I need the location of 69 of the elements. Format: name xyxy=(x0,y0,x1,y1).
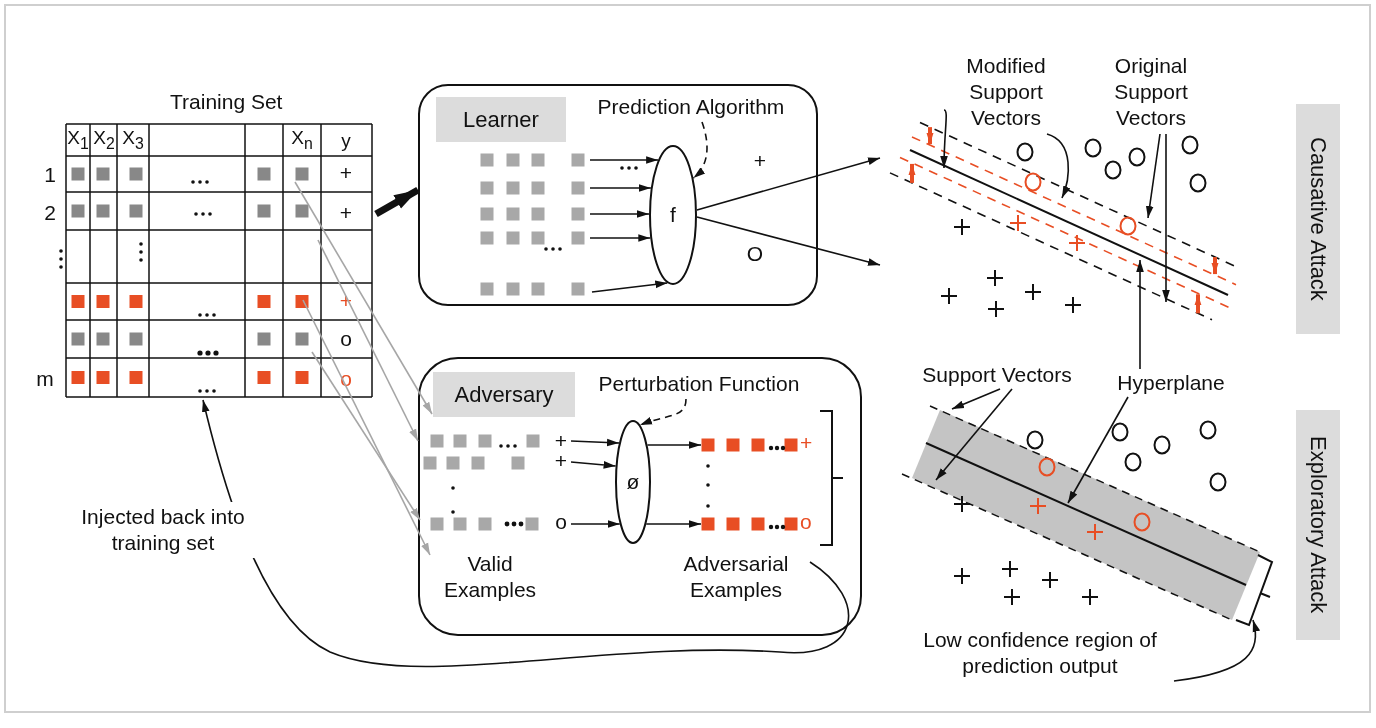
arrow xyxy=(570,461,617,469)
row-label: m xyxy=(36,367,54,389)
arrow xyxy=(589,184,652,192)
leader-line xyxy=(940,109,948,169)
class-label: + xyxy=(339,201,353,223)
class-label: + xyxy=(753,149,767,171)
panel-tag: Adversary xyxy=(433,372,575,417)
class-label: o xyxy=(340,327,352,349)
leader-line xyxy=(951,388,1001,410)
column-header: y xyxy=(341,130,351,150)
column-header: X$_{1}$ xyxy=(67,128,89,152)
arrow xyxy=(692,121,708,179)
leader-line xyxy=(1067,396,1129,504)
row-label: 1 xyxy=(44,163,56,185)
arrow xyxy=(589,210,650,218)
leader-line xyxy=(935,388,1013,481)
callout-text: Modified Support Vectors xyxy=(944,50,1068,134)
class-label: + xyxy=(339,289,353,311)
leader-line xyxy=(1145,133,1161,219)
arrow xyxy=(645,520,702,528)
callout-text: Original Support Vectors xyxy=(1096,50,1206,134)
class-label: O xyxy=(746,242,764,264)
arrow xyxy=(589,234,652,242)
arrow xyxy=(374,186,420,218)
arrow xyxy=(639,398,687,426)
rounded-panel xyxy=(418,84,818,306)
class-label: o xyxy=(551,512,571,532)
arrow xyxy=(202,399,850,668)
row-label: 2 xyxy=(44,201,56,223)
arrow xyxy=(302,299,431,556)
feature-vector-drawing xyxy=(701,517,798,531)
group-caption: Adversarial Examples xyxy=(662,548,810,606)
table-title: Training Set xyxy=(170,90,283,114)
arrow xyxy=(591,280,669,293)
function-label: Prediction Algorithm xyxy=(578,92,804,122)
arrow xyxy=(294,181,433,415)
leader-line xyxy=(1046,133,1070,199)
arrow xyxy=(696,157,881,211)
column-header: X$_{3}$ xyxy=(122,128,144,152)
feature-vector-drawing xyxy=(701,438,798,452)
class-label: o xyxy=(800,511,812,532)
leader-line xyxy=(1162,133,1170,303)
leader-line xyxy=(1173,619,1260,682)
class-label: + xyxy=(339,161,353,183)
arrow xyxy=(570,520,621,528)
callout-text: Low confidence region of prediction output xyxy=(888,625,1192,681)
arrow xyxy=(646,441,702,449)
arrow xyxy=(696,216,881,266)
arrow xyxy=(570,438,620,447)
arrow xyxy=(317,239,419,442)
class-label: o xyxy=(340,367,352,389)
side-tab: Exploratory Attack xyxy=(1296,410,1340,640)
class-label: + xyxy=(800,432,813,453)
callout-text: Support Vectors xyxy=(906,361,1088,389)
function-ellipse: ø xyxy=(615,420,651,544)
column-header: X$_{n}$ xyxy=(291,128,313,152)
function-label: Perturbation Function xyxy=(580,369,818,399)
function-ellipse: f xyxy=(649,145,697,285)
arrow xyxy=(589,156,659,164)
rounded-panel xyxy=(418,357,862,636)
class-label: + xyxy=(551,431,571,451)
panel-tag: Learner xyxy=(436,97,566,142)
column-header: X$_{2}$ xyxy=(93,128,115,152)
group-caption: Valid Examples xyxy=(430,548,550,606)
leader-line xyxy=(1136,259,1144,370)
callout-text: Hyperplane xyxy=(1106,369,1236,397)
arrow xyxy=(311,351,421,521)
class-label: + xyxy=(551,451,571,471)
side-tab: Causative Attack xyxy=(1296,104,1340,334)
